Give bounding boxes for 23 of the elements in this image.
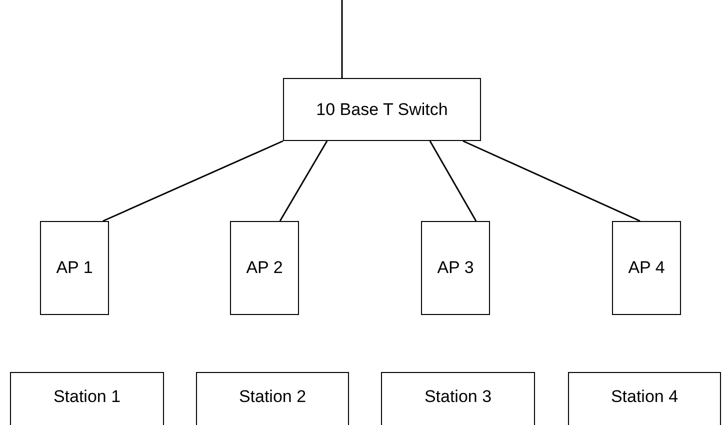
connector-line xyxy=(429,140,477,222)
switch-box xyxy=(283,78,481,141)
station-box xyxy=(196,372,349,425)
station-box xyxy=(568,372,721,425)
node-label: Station 3 xyxy=(424,387,492,407)
node-label: Station 4 xyxy=(610,387,678,407)
node-label: AP 3 xyxy=(437,258,474,278)
station-box xyxy=(10,372,164,425)
connector-line xyxy=(341,0,343,78)
node-label: AP 1 xyxy=(56,258,93,278)
access-point-box xyxy=(230,221,299,315)
connector-line xyxy=(279,140,328,222)
access-point-box xyxy=(40,221,109,315)
access-point-box xyxy=(612,221,681,315)
node-label: AP 2 xyxy=(246,258,283,278)
node-label: Station 1 xyxy=(53,387,121,407)
access-point-box xyxy=(421,221,490,315)
connector-line xyxy=(102,140,284,222)
station-box xyxy=(381,372,535,425)
node-label: AP 4 xyxy=(628,258,665,278)
node-label: Station 2 xyxy=(238,387,306,407)
connector-line xyxy=(462,140,640,222)
node-label: 10 Base T Switch xyxy=(316,100,448,120)
